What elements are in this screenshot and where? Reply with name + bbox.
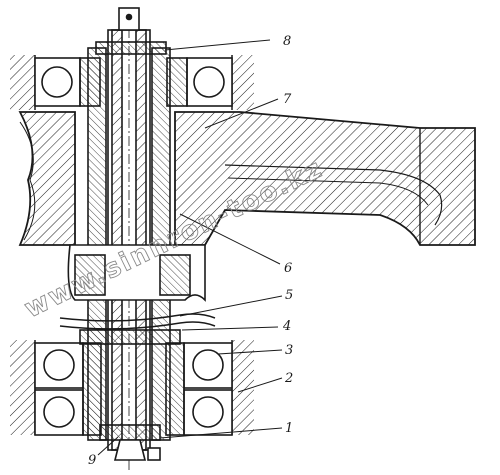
upper-right-bearing: [166, 57, 233, 107]
label-1: 1: [285, 421, 293, 436]
leader-8: [164, 39, 271, 51]
bottom-nut: [99, 424, 161, 461]
leader-2: [237, 377, 283, 393]
label-2: 2: [284, 371, 293, 386]
label-5: 5: [285, 288, 293, 303]
housing-wall-lower-left: [10, 340, 36, 435]
leader-3: [217, 349, 283, 355]
leader-1: [159, 427, 283, 439]
top-cap-nut: [95, 41, 167, 55]
middle-collar: [59, 244, 216, 345]
shaft-top-end: [118, 7, 140, 31]
label-8: 8: [283, 34, 291, 49]
leader-5: [179, 295, 283, 317]
gear-hub-left: [18, 111, 76, 246]
leader-6: [179, 213, 281, 265]
leader-9: [97, 436, 119, 456]
label-6: 6: [284, 261, 292, 276]
housing-wall-upper-right: [231, 55, 254, 110]
label-9: 9: [88, 453, 96, 468]
housing-wall-upper-left: [10, 55, 36, 110]
leader-7: [204, 98, 279, 129]
leader-4: [181, 326, 279, 331]
label-4: 4: [282, 319, 291, 334]
label-3: 3: [285, 343, 293, 358]
label-7: 7: [283, 92, 292, 107]
leader-lines: [97, 39, 283, 456]
lower-right-bearings: [165, 342, 233, 436]
shaft: [107, 10, 151, 470]
rotor-arm: [174, 111, 476, 246]
